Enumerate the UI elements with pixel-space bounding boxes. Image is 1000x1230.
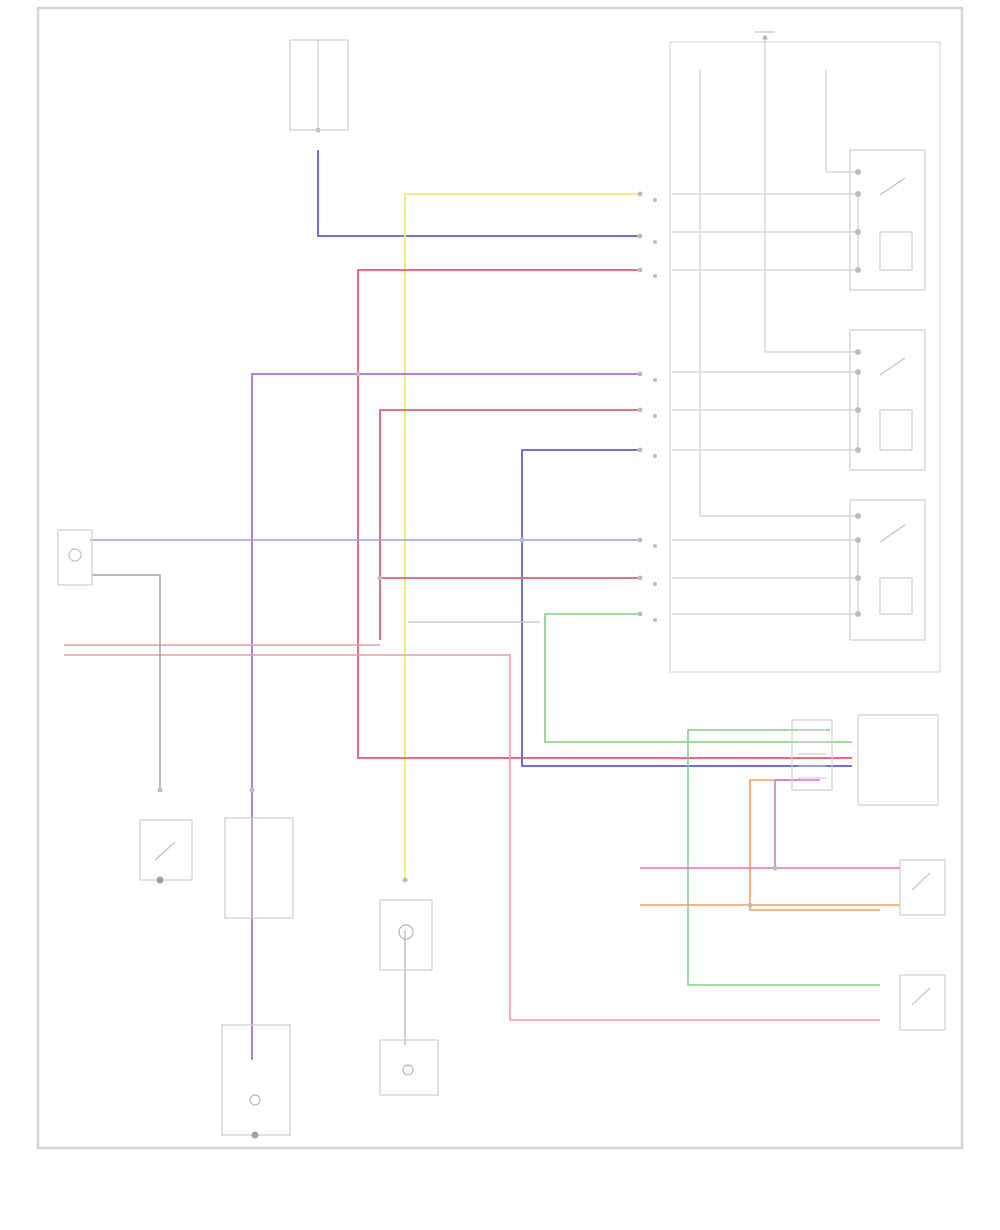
connector-pins [157,127,778,908]
wire-blue-top [317,150,640,237]
relay-bottom [849,499,926,641]
wire-orange [749,779,880,911]
switch-lower-right-2 [899,974,946,1031]
fuse-top [289,39,349,131]
motor-bottom-left [221,1024,291,1139]
switch-lower-right-1 [899,859,946,916]
lamp-center [379,899,433,971]
control-module [791,714,939,806]
resistor-violet [224,817,294,919]
wire-blue-loop [521,449,852,767]
wire-green [544,613,852,743]
gray-wires [669,35,941,673]
wire-red-second [379,409,640,640]
sensor-left [57,529,93,586]
wire-yellow [404,193,640,880]
wire-pink-2 [774,779,820,868]
wire-gray-sensor [92,574,161,790]
wire-violet [251,373,640,1060]
switch-bottom-left [139,819,193,884]
fuse-top-right [755,31,775,41]
relay-top [849,149,926,291]
wire-green-2 [687,729,880,986]
wire-light-red-2 [64,654,880,1021]
diagram-frame [36,6,964,1150]
motor-center-bottom [379,1039,439,1096]
wire-red-loop [357,269,852,759]
relay-middle [849,329,926,471]
